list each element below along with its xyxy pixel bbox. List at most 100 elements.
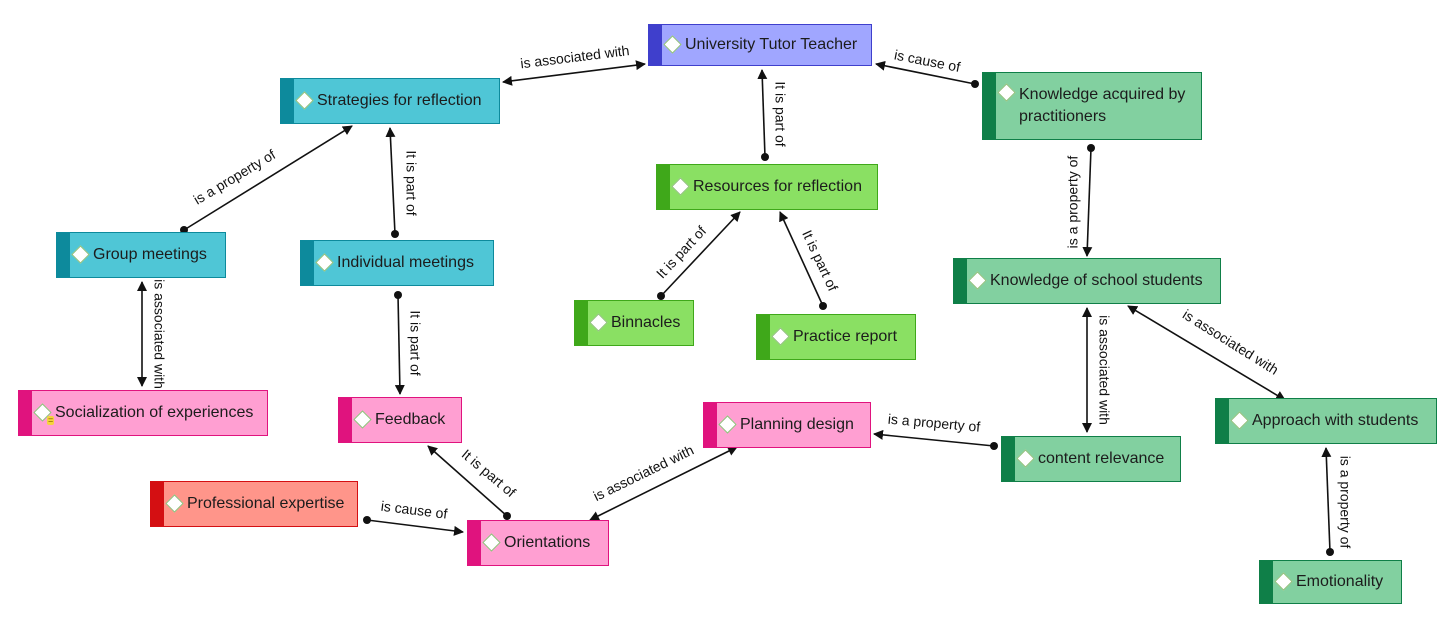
node-color-strip: [657, 165, 670, 209]
node-color-strip: [468, 521, 481, 565]
edge-expertise-to-orientations[interactable]: is cause of: [363, 498, 464, 536]
edge-knowledge-acquired-to-tutor[interactable]: is cause of: [875, 46, 979, 88]
diamond-icon: [482, 533, 501, 552]
edge-line: [366, 519, 464, 536]
node-binnacles[interactable]: Binnacles: [574, 300, 694, 346]
diamond-icon: [718, 415, 737, 434]
diamond-icon: [1016, 449, 1035, 468]
edge-label: is a property of: [887, 411, 981, 435]
edge-start-dot: [394, 291, 402, 299]
edge-line: [502, 60, 646, 86]
edge-start-dot: [503, 512, 511, 520]
edge-label: is associated with: [151, 279, 167, 389]
edge-line: [779, 211, 824, 307]
edge-start-dot: [761, 153, 769, 161]
edge-line: [1321, 447, 1332, 553]
diamond-icon: [671, 177, 690, 196]
diamond-icon: [295, 91, 314, 110]
node-knowledge-acquired-by-practitioners[interactable]: Knowledge acquired by practitioners: [982, 72, 1202, 140]
edge-school-students-to-content-relevance[interactable]: is associated with: [1082, 307, 1112, 433]
node-label: Knowledge acquired by practitioners: [1019, 86, 1186, 125]
diamond-icon: [589, 313, 608, 332]
node-orientations[interactable]: Orientations: [467, 520, 609, 566]
node-professional-expertise[interactable]: Professional expertise: [150, 481, 358, 527]
node-socialization-of-experiences[interactable]: = Socialization of experiences: [18, 390, 268, 436]
edge-binnacles-to-resources[interactable]: It is part of: [653, 211, 741, 300]
node-group-meetings[interactable]: Group meetings: [56, 232, 226, 278]
edge-start-dot: [971, 80, 979, 88]
edge-individual-to-strategies[interactable]: It is part of: [385, 127, 419, 238]
edge-line: [1082, 147, 1093, 257]
edge-resources-to-tutor[interactable]: It is part of: [757, 69, 788, 161]
node-approach-with-students[interactable]: Approach with students: [1215, 398, 1437, 444]
node-color-strip: [339, 398, 352, 442]
edge-orientations-to-planning[interactable]: is associated with: [589, 442, 738, 521]
edge-practice-report-to-resources[interactable]: It is part of: [779, 211, 841, 310]
node-label: Socialization of experiences: [55, 404, 254, 422]
node-resources-for-reflection[interactable]: Resources for reflection: [656, 164, 878, 210]
node-practice-report[interactable]: Practice report: [756, 314, 916, 360]
node-knowledge-of-school-students[interactable]: Knowledge of school students: [953, 258, 1221, 304]
diamond-icon: [353, 410, 372, 429]
diamond-icon: [315, 253, 334, 272]
node-label: Practice report: [793, 328, 898, 346]
node-color-strip: [954, 259, 967, 303]
diamond-icon: [1274, 572, 1293, 591]
node-label: Emotionality: [1296, 573, 1384, 591]
edge-strategies-to-tutor[interactable]: is associated with: [502, 42, 646, 86]
edge-label: It is part of: [772, 81, 788, 146]
edge-line: [1127, 305, 1286, 401]
node-color-strip: [151, 482, 164, 526]
edge-label: is associated with: [1096, 315, 1112, 425]
edge-line: [660, 211, 741, 297]
node-color-strip: [1002, 437, 1015, 481]
edge-individual-to-feedback[interactable]: It is part of: [394, 291, 423, 395]
edge-group-to-socialization[interactable]: is associated with: [137, 279, 167, 389]
node-color-strip: [757, 315, 770, 359]
edge-label: is associated with: [591, 442, 697, 504]
edge-line: [394, 294, 405, 395]
diamond-icon: [663, 35, 682, 54]
edge-start-dot: [819, 302, 827, 310]
node-emotionality[interactable]: Emotionality: [1259, 560, 1402, 604]
node-label: Professional expertise: [187, 495, 345, 513]
node-color-strip: [57, 233, 70, 277]
node-label: Strategies for reflection: [317, 92, 482, 110]
node-strategies-for-reflection[interactable]: Strategies for reflection: [280, 78, 500, 124]
edge-label: is associated with: [519, 42, 630, 71]
diamond-icon: [1230, 411, 1249, 430]
edge-label: It is part of: [653, 223, 709, 282]
edge-line: [873, 429, 995, 447]
node-color-strip: [704, 403, 717, 447]
edge-label: It is part of: [799, 227, 841, 293]
edge-start-dot: [990, 442, 998, 450]
edge-label: is a property of: [1065, 156, 1081, 249]
node-label: Approach with students: [1252, 412, 1419, 430]
edge-label: is cause of: [380, 498, 448, 522]
comment-note-icon[interactable]: =: [47, 415, 55, 425]
edge-school-students-to-approach[interactable]: is associated with: [1127, 305, 1286, 401]
node-label: University Tutor Teacher: [685, 36, 858, 54]
node-color-strip: [983, 73, 996, 139]
node-label: Resources for reflection: [693, 178, 862, 196]
node-color-strip: [301, 241, 314, 285]
node-university-tutor-teacher[interactable]: University Tutor Teacher: [648, 24, 872, 66]
edge-line: [757, 69, 768, 158]
edge-knowledge-acquired-to-school-students[interactable]: is a property of: [1065, 144, 1095, 257]
node-planning-design[interactable]: Planning design: [703, 402, 871, 448]
node-label: Knowledge of school students: [990, 272, 1203, 290]
edge-label: It is part of: [403, 150, 419, 215]
node-individual-meetings[interactable]: Individual meetings: [300, 240, 494, 286]
edge-emotionality-to-approach[interactable]: is a property of: [1321, 447, 1353, 556]
node-label: Individual meetings: [337, 254, 474, 272]
node-color-strip: [19, 391, 32, 435]
node-label: Planning design: [740, 416, 854, 434]
edge-group-to-strategies[interactable]: is a property of: [180, 125, 353, 234]
edge-start-dot: [363, 516, 371, 524]
edge-start-dot: [1326, 548, 1334, 556]
edge-content-relevance-to-planning[interactable]: is a property of: [873, 411, 998, 450]
diamond-icon: [71, 245, 90, 264]
node-feedback[interactable]: Feedback: [338, 397, 462, 443]
node-content-relevance[interactable]: content relevance: [1001, 436, 1181, 482]
